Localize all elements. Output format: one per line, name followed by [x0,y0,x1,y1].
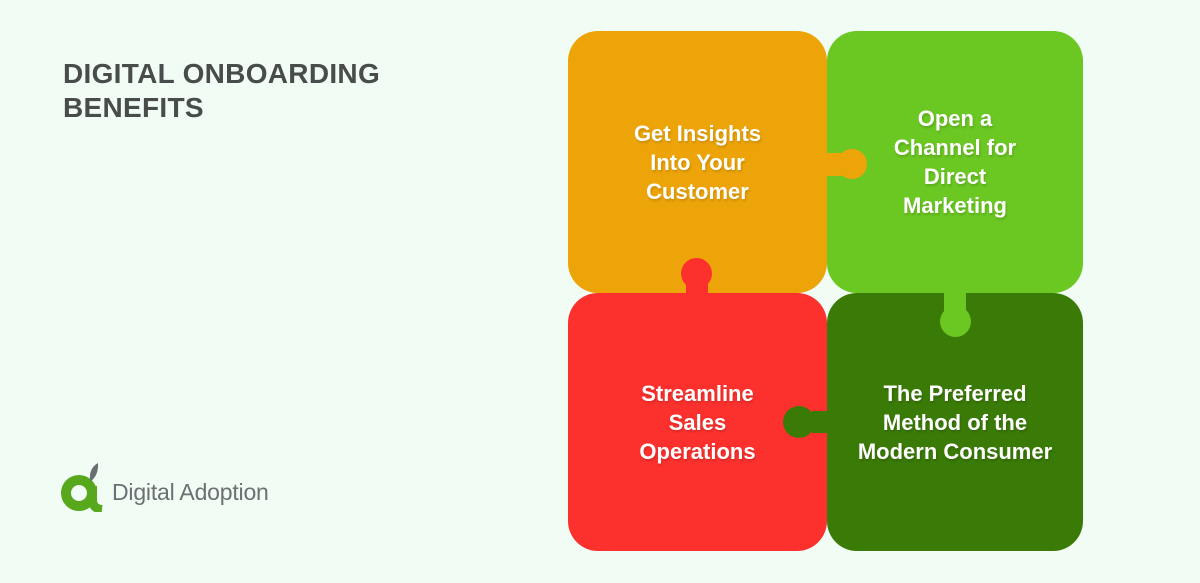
puzzle-piece-label: Streamline Sales Operations [639,380,756,464]
puzzle-piece-streamline-sales: Streamline Sales Operations [568,293,827,551]
brand-logo: Digital Adoption [60,462,269,512]
puzzle-piece-label: The Preferred Method of the Modern Consu… [857,380,1053,464]
puzzle-piece-label: Get Insights Into Your Customer [633,120,762,204]
puzzle-knob-left-stem [812,411,834,433]
puzzle-knob-down-circle [940,306,971,337]
puzzle-knob-right-circle [837,149,867,179]
puzzle-piece-label: Open a Channel for Direct Marketing [893,106,1017,218]
puzzle-piece-get-insights: Get Insights Into Your Customer [568,31,827,293]
page-title: DIGITAL ONBOARDING BENEFITS [63,58,381,123]
brand-name: Digital Adoption [112,479,269,505]
digital-adoption-logo-icon [61,463,103,512]
puzzle-knob-left-circle [783,406,815,438]
puzzle-knob-right-stem [818,153,842,176]
puzzle-piece-open-channel: Open a Channel for Direct Marketing [827,31,1083,293]
puzzle-knob-up-circle [681,258,712,289]
